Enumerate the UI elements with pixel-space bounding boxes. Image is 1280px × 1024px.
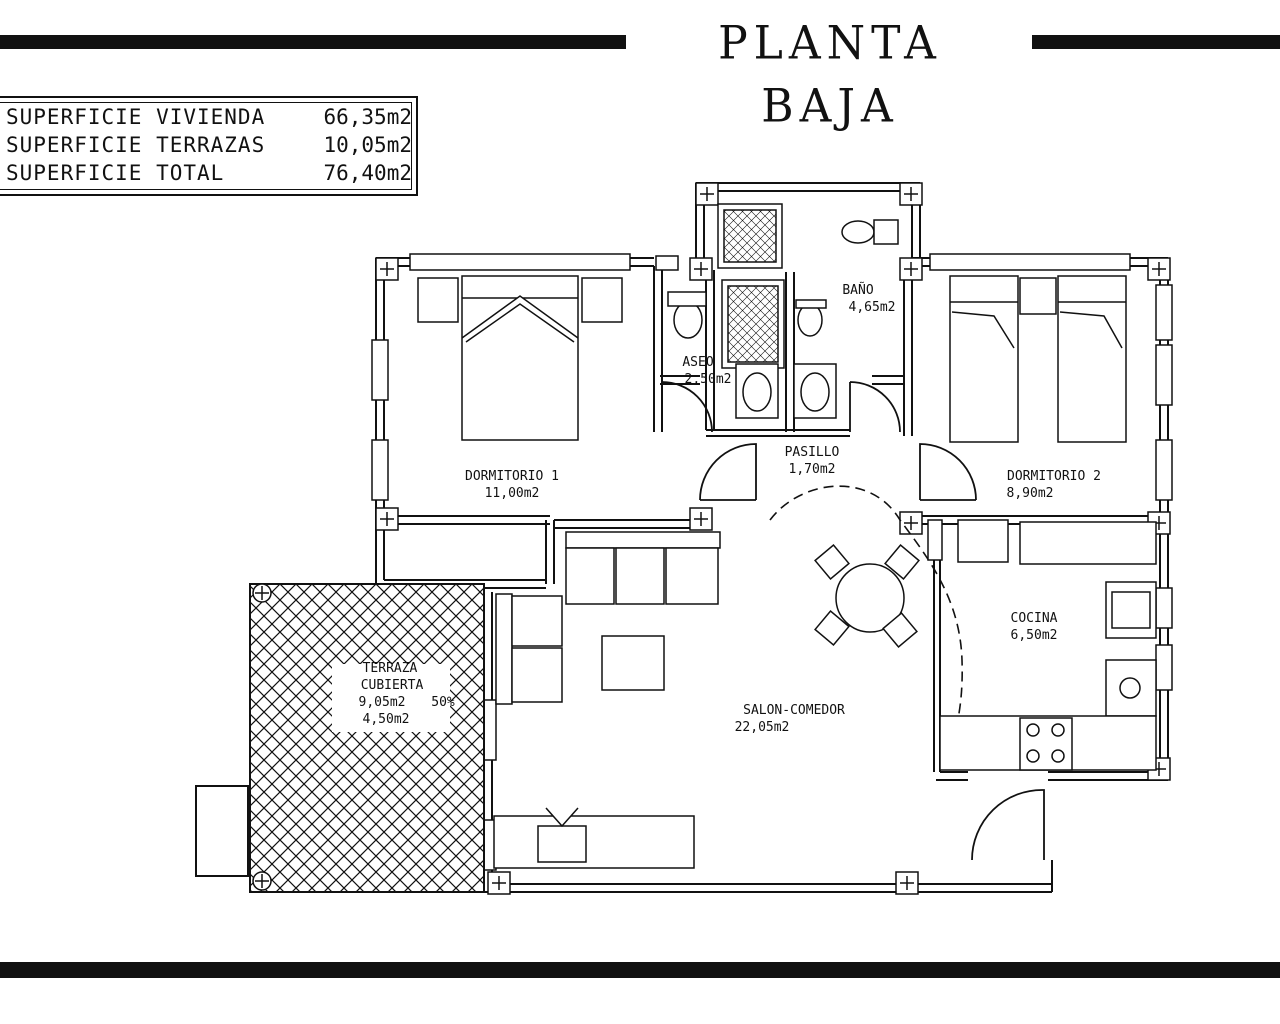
room-name-salon-comedor: SALON-COMEDOR xyxy=(743,703,845,718)
room-name-aseo: ASEO xyxy=(682,355,713,370)
area-summary-inner-frame xyxy=(0,102,412,190)
room-area-salon-comedor: 22,05m2 xyxy=(735,720,790,735)
room-area-terraza: 9,05m2 xyxy=(359,695,406,710)
room-area-terraza-half: 4,50m2 xyxy=(363,712,410,727)
bathroom-fixtures xyxy=(655,203,899,419)
door-swings xyxy=(661,381,1045,861)
room-area-pasillo: 1,70m2 xyxy=(789,462,836,477)
windows xyxy=(371,253,1173,871)
title-rule-right xyxy=(1032,35,1280,49)
title-rule-left xyxy=(0,35,626,49)
area-label: SUPERFICIE TOTAL xyxy=(6,161,225,185)
room-name-pasillo: PASILLO xyxy=(785,445,840,460)
room-area-dormitorio-1: 11,00m2 xyxy=(485,486,540,501)
area-value: 10,05m2 xyxy=(323,133,412,157)
room-name-dormitorio-2: DORMITORIO 2 xyxy=(1007,469,1101,484)
room-area-bano: 4,65m2 xyxy=(849,300,896,315)
page-title: PLANTA BAJA xyxy=(718,16,942,134)
terraza-cubierta xyxy=(195,583,485,893)
area-summary-table: SUPERFICIE VIVIENDA 66,35m2 SUPERFICIE T… xyxy=(0,96,418,196)
salon-furniture xyxy=(493,531,920,869)
room-area-aseo: 2,50m2 xyxy=(685,372,732,387)
dormitorio-2-furniture xyxy=(949,275,1127,443)
room-name-cocina: COCINA xyxy=(1011,611,1058,626)
area-row-terrazas: SUPERFICIE TERRAZAS 10,05m2 xyxy=(6,132,412,158)
room-name-cubierta: CUBIERTA xyxy=(361,678,424,693)
area-value: 66,35m2 xyxy=(323,105,412,129)
area-row-total: SUPERFICIE TOTAL 76,40m2 xyxy=(6,160,412,186)
room-area-cocina: 6,50m2 xyxy=(1011,628,1058,643)
bottom-rule xyxy=(0,962,1280,978)
area-value: 76,40m2 xyxy=(323,161,412,185)
area-row-vivienda: SUPERFICIE VIVIENDA 66,35m2 xyxy=(6,104,412,130)
room-name-bano: BAÑO xyxy=(842,282,873,298)
terraza-percentage: 50% xyxy=(431,695,455,710)
dormitorio-1-furniture xyxy=(417,275,623,441)
room-name-dormitorio-1: DORMITORIO 1 xyxy=(465,469,559,484)
room-area-dormitorio-2: 8,90m2 xyxy=(1007,486,1054,501)
room-name-terraza: TERRAZA xyxy=(363,661,418,676)
room-labels: DORMITORIO 1 11,00m2 ASEO 2,50m2 BAÑO 4,… xyxy=(359,282,1101,735)
structural-columns xyxy=(375,182,1171,895)
cocina-furniture xyxy=(927,519,1157,771)
area-label: SUPERFICIE TERRAZAS xyxy=(6,133,266,157)
area-label: SUPERFICIE VIVIENDA xyxy=(6,105,266,129)
